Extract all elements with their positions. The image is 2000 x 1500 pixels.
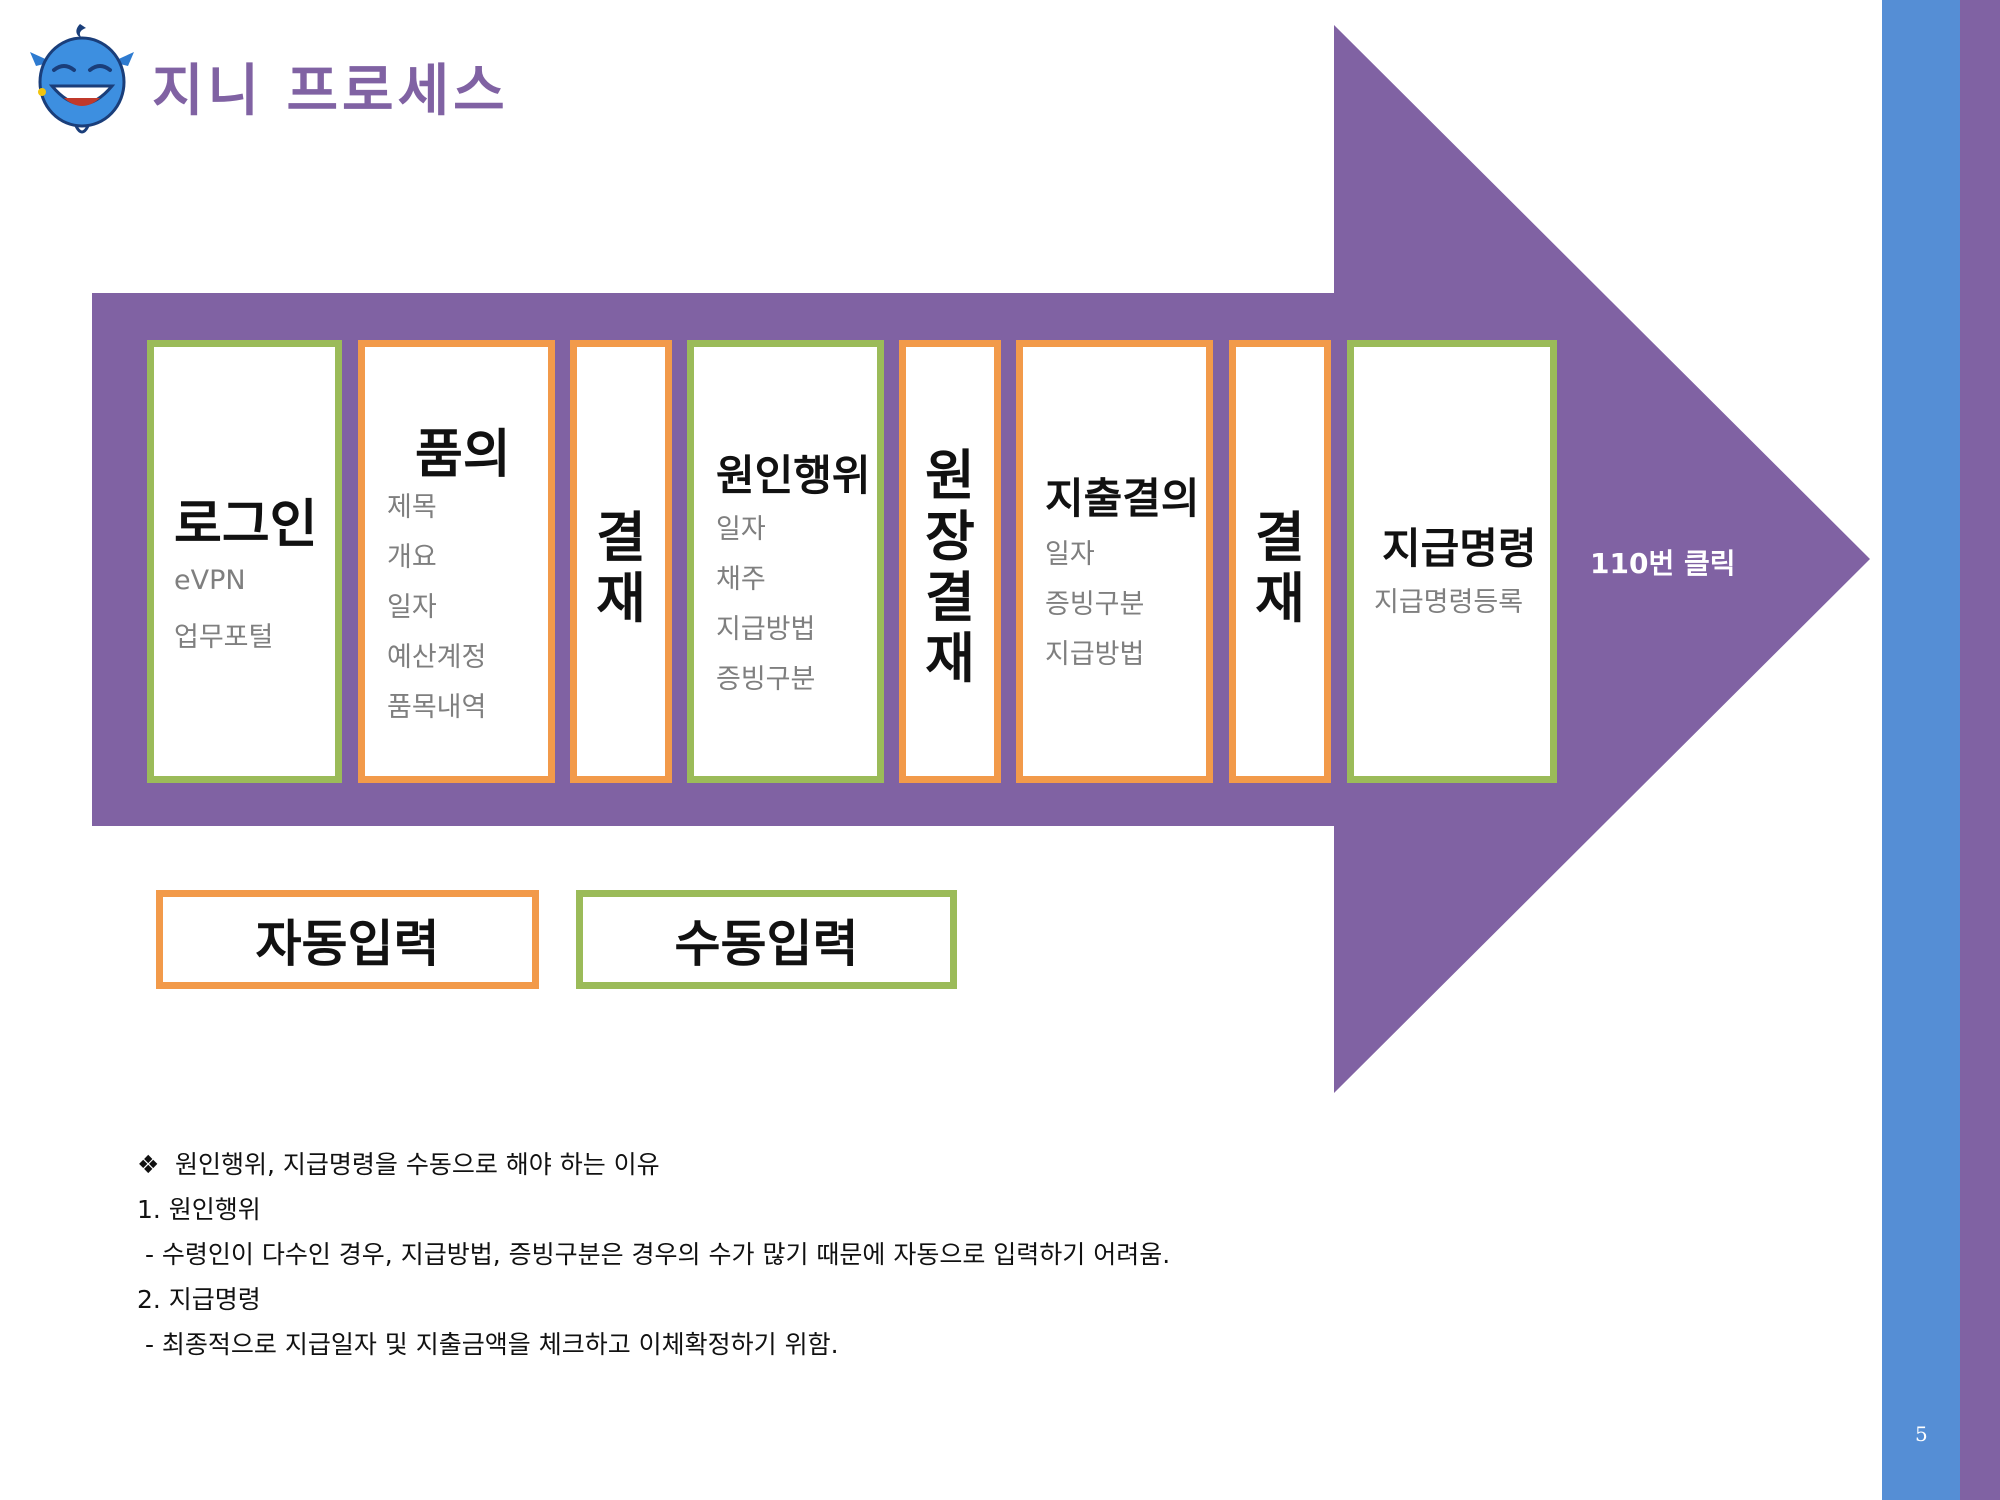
step-approval-2: 결 재 [1229, 340, 1331, 783]
step-item: 품목내역 [387, 692, 487, 723]
step-item: 지급명령등록 [1374, 587, 1524, 618]
notes-heading-line: ❖ 원인행위, 지급명령을 수동으로 해야 하는 이유 [137, 1145, 660, 1181]
notes-line: - 최종적으로 지급일자 및 지출금액을 체크하고 이체확정하기 위함. [137, 1330, 839, 1359]
notes-line: - 수령인이 다수인 경우, 지급방법, 증빙구분은 경우의 수가 많기 때문에… [137, 1240, 1171, 1269]
notes-heading: 원인행위, 지급명령을 수동으로 해야 하는 이유 [175, 1150, 660, 1179]
diamond-bullet-icon: ❖ [137, 1150, 160, 1179]
step-item: 개요 [387, 542, 437, 573]
side-bar-blue [1882, 0, 1960, 1500]
step-item: 증빙구분 [716, 664, 816, 695]
step-expenditure: 지출결의 일자 증빙구분 지급방법 [1016, 340, 1213, 783]
step-item: 채주 [716, 564, 766, 595]
click-count-note: 110번 클릭 [1590, 547, 1736, 580]
side-bar-purple [1960, 0, 2000, 1500]
step-item: 업무포털 [174, 622, 274, 653]
step-item: 일자 [1045, 539, 1095, 570]
page-title: 지니 프로세스 [152, 59, 509, 124]
page-number: 5 [1915, 1422, 1928, 1446]
legend-manual-input: 수동입력 [576, 890, 957, 989]
step-approval-1: 결 재 [570, 340, 672, 783]
step-login: 로그인 eVPN 업무포털 [147, 340, 342, 783]
step-title: 지급명령 [1382, 524, 1537, 573]
step-title: 원인행위 [716, 451, 871, 500]
step-item: 예산계정 [387, 642, 487, 673]
step-cause-action: 원인행위 일자 채주 지급방법 증빙구분 [687, 340, 884, 783]
step-payment-order: 지급명령 지급명령등록 [1347, 340, 1557, 783]
step-title: 원 장 결 재 [925, 444, 975, 691]
step-item: 지급방법 [1045, 639, 1145, 670]
notes-line: 1. 원인행위 [137, 1195, 261, 1224]
step-title: 품의 [415, 425, 511, 485]
step-title: 결 재 [596, 506, 646, 631]
step-proposal: 품의 제목 개요 일자 예산계정 품목내역 [358, 340, 555, 783]
step-ledger-approval: 원 장 결 재 [899, 340, 1001, 783]
step-item: 일자 [716, 514, 766, 545]
step-title: 로그인 [174, 495, 318, 555]
step-item: 일자 [387, 592, 437, 623]
step-item: 제목 [387, 492, 437, 523]
step-item: eVPN [174, 565, 246, 596]
genie-icon [30, 24, 134, 134]
step-item: 지급방법 [716, 614, 816, 645]
step-title: 결 재 [1255, 506, 1305, 631]
step-title: 지출결의 [1045, 474, 1200, 523]
step-item: 증빙구분 [1045, 589, 1145, 620]
notes-line: 2. 지급명령 [137, 1285, 261, 1314]
legend-auto-input: 자동입력 [156, 890, 539, 989]
